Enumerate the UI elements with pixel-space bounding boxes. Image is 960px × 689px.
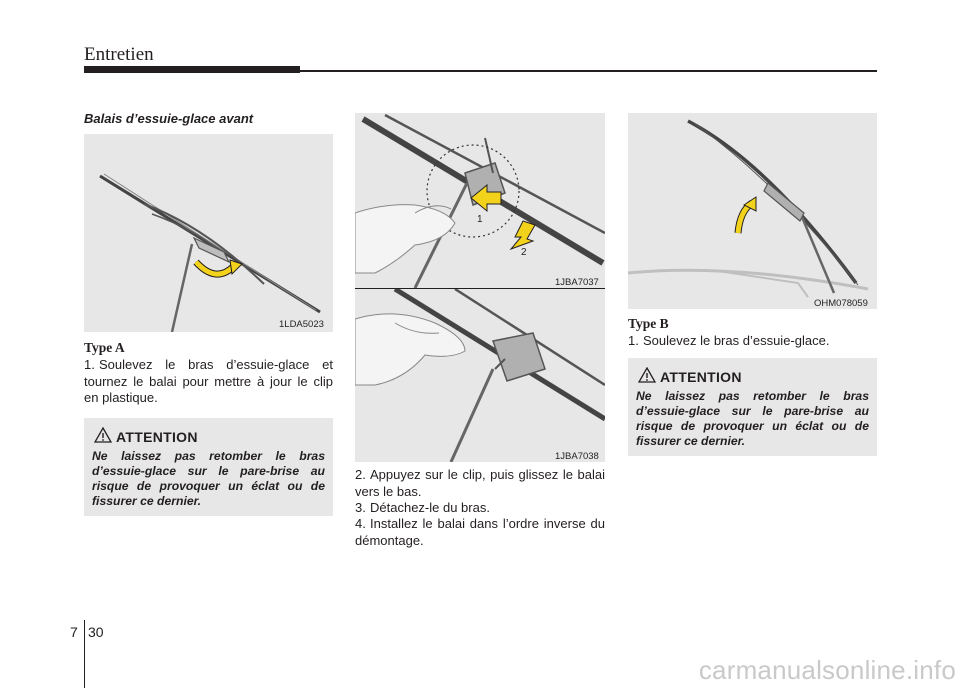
warning-box-left: ATTENTION Ne laissez pas retomber le bra… <box>84 418 333 516</box>
footer-separator <box>84 620 85 688</box>
warning-title: ATTENTION <box>116 429 198 445</box>
step-text: Soulevez le bras d’essuie-glace. <box>643 333 830 348</box>
step-2: 2.Appuyez sur le clip, puis glissez le b… <box>355 467 605 500</box>
figure-wiper-type-b: OHM078059 <box>628 113 877 309</box>
step-number: 4. <box>355 516 366 531</box>
step-number: 1. <box>628 333 639 348</box>
figure-blade-detach: 1JBA7038 <box>355 289 605 462</box>
step-3: 3. Détachez-le du bras. <box>355 500 605 517</box>
warning-text: Ne laissez pas retomber le bras d’essuie… <box>636 389 869 448</box>
wiper-illustration-3: 1JBA7038 <box>355 289 605 462</box>
warning-title: ATTENTION <box>660 369 742 385</box>
warning-triangle-icon <box>94 427 112 443</box>
callout-2: 2 <box>521 247 527 258</box>
step-text: Appuyez sur le clip, puis glissez le bal… <box>355 467 605 499</box>
wiper-illustration-4: OHM078059 <box>628 119 869 309</box>
step-number: 2. <box>355 467 366 482</box>
figure-divider <box>355 288 605 289</box>
chapter-number: 7 <box>70 624 78 640</box>
figure-code-4: OHM078059 <box>814 298 868 309</box>
type-b-step-1: 1. Soulevez le bras d’essuie-glace. <box>628 333 877 350</box>
step-text: Installez le balai dans l’ordre inverse … <box>355 516 605 548</box>
warning-text: Ne laissez pas retomber le bras d’essuie… <box>92 449 325 508</box>
header-rule <box>300 70 877 72</box>
wiper-illustration-1: 1LDA5023 <box>99 173 324 332</box>
figure-wiper-type-a: 1LDA5023 <box>84 134 333 332</box>
callout-1: 1 <box>477 214 483 225</box>
type-b-heading: Type B <box>628 316 669 331</box>
step-number: 1. <box>84 357 95 372</box>
watermark: carmanualsonline.info <box>698 655 956 685</box>
step-text: Détachez-le du bras. <box>370 500 490 515</box>
page-header-title: Entretien <box>84 44 154 65</box>
step-number: 3. <box>355 500 366 515</box>
step-4: 4.Installez le balai dans l’ordre invers… <box>355 516 605 549</box>
figure-clip-press: 1 2 1JBA7037 <box>355 113 605 288</box>
figure-code-3: 1JBA7038 <box>555 451 599 462</box>
step-text: Soulevez le bras d’essuie-glace et tourn… <box>84 357 333 405</box>
type-a-step-1: 1.Soulevez le bras d’essuie-glace et tou… <box>84 357 333 407</box>
header-bar <box>84 66 300 73</box>
warning-triangle-icon <box>638 367 656 383</box>
figure-code-2: 1JBA7037 <box>555 277 599 288</box>
section-title: Balais d’essuie-glace avant <box>84 111 254 126</box>
page-number: 30 <box>88 624 104 640</box>
figure-code-1: 1LDA5023 <box>279 319 324 330</box>
type-a-heading: Type A <box>84 340 125 355</box>
wiper-illustration-2: 1 2 1JBA7037 <box>355 113 605 288</box>
warning-box-right: ATTENTION Ne laissez pas retomber le bra… <box>628 358 877 456</box>
